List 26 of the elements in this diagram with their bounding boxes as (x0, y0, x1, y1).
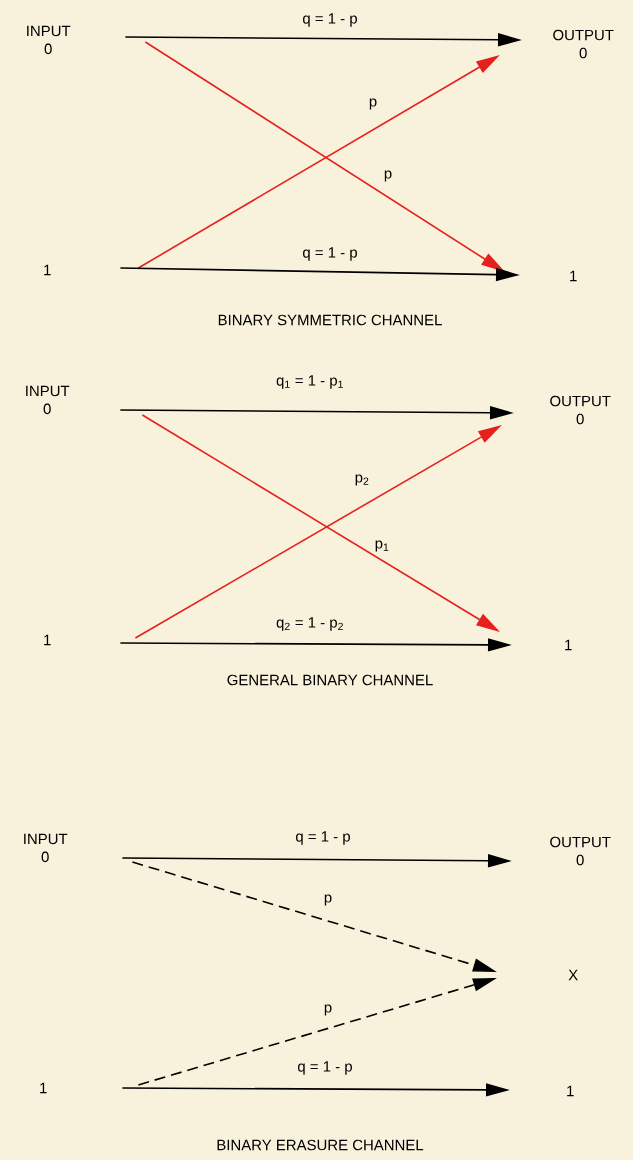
node-label: INPUT 0 (26, 385, 70, 415)
node-label: OUTPUT 0 (553, 29, 614, 59)
edge-label: p (322, 893, 334, 907)
edge-label: q$_{2}$ = 1 - p$_{2}$ (275, 616, 345, 632)
edge-label: q = 1 - p (301, 12, 359, 28)
symbol-label: 1 (44, 264, 51, 276)
symbol-label: 1 (570, 270, 577, 282)
edge-label: p (322, 1003, 334, 1017)
symbol-label: 1 (565, 639, 572, 651)
symbol-label: X (568, 969, 578, 981)
edge-label: p (382, 169, 394, 183)
node-label: OUTPUT 0 (550, 836, 611, 866)
symbol-label: 1 (44, 634, 51, 646)
edge-label: q$_{1}$ = 1 - p$_{1}$ (275, 374, 345, 390)
edge-label: q = 1 - p (301, 246, 359, 262)
caption: GENERAL BINARY CHANNEL (227, 674, 433, 686)
caption: BINARY ERASURE CHANNEL (217, 1139, 424, 1151)
edge-label: q = 1 - p (294, 830, 352, 846)
edge-label: p (367, 97, 379, 111)
caption: BINARY SYMMETRIC CHANNEL (218, 314, 442, 326)
node-label: INPUT 0 (27, 25, 71, 55)
node-label: OUTPUT 0 (550, 395, 611, 425)
node-label: INPUT 0 (24, 833, 68, 863)
edge-label: q = 1 - p (296, 1060, 354, 1076)
symbol-label: 1 (567, 1085, 574, 1097)
symbol-label: 1 (40, 1082, 47, 1094)
